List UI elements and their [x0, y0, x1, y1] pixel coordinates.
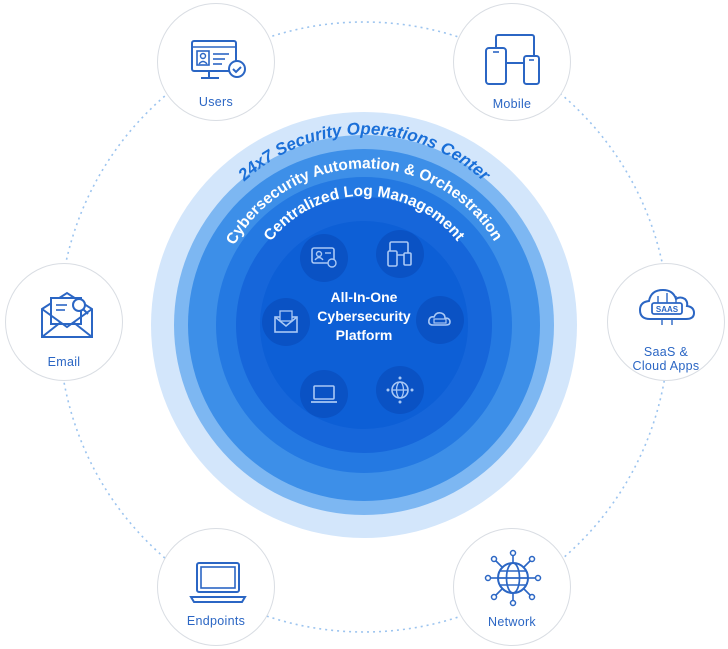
endpoints-label: Endpoints	[186, 614, 246, 628]
email-node[interactable]: Email	[5, 263, 123, 381]
mobile-node[interactable]: Mobile	[453, 3, 571, 121]
platform-title: All-In-One Cybersecurity Platform	[300, 288, 428, 345]
users-icon	[191, 40, 246, 79]
inner-users-icon	[300, 234, 348, 282]
inner-email-icon	[262, 298, 310, 346]
inner-cloud-icon	[416, 296, 464, 344]
saas-cloud-label: SaaS & Cloud Apps	[608, 345, 724, 373]
network-label: Network	[488, 615, 536, 629]
network-node[interactable]: Network	[453, 528, 571, 646]
mobile-icon	[485, 34, 540, 85]
email-icon	[41, 291, 93, 338]
email-label: Email	[47, 355, 81, 369]
saas-label-line1: SaaS &	[643, 345, 689, 359]
inner-laptop-icon	[300, 370, 348, 418]
platform-title-line2: Cybersecurity	[317, 308, 411, 324]
inner-mobile-icon	[376, 230, 424, 278]
saas-cloud-node[interactable]: SAAS SaaS & Cloud Apps	[607, 263, 725, 381]
saas-cloud-icon: SAAS	[638, 288, 696, 325]
laptop-icon	[189, 562, 247, 603]
endpoints-node[interactable]: Endpoints	[157, 528, 275, 646]
platform-title-line1: All-In-One	[330, 289, 398, 305]
platform-title-line3: Platform	[335, 327, 393, 343]
mobile-label: Mobile	[492, 97, 532, 111]
saas-badge-text: SAAS	[656, 305, 679, 314]
inner-network-icon	[376, 366, 424, 414]
saas-label-line2: Cloud Apps	[632, 359, 700, 373]
users-node[interactable]: Users	[157, 3, 275, 121]
network-globe-icon	[484, 549, 542, 607]
users-label: Users	[198, 95, 234, 109]
